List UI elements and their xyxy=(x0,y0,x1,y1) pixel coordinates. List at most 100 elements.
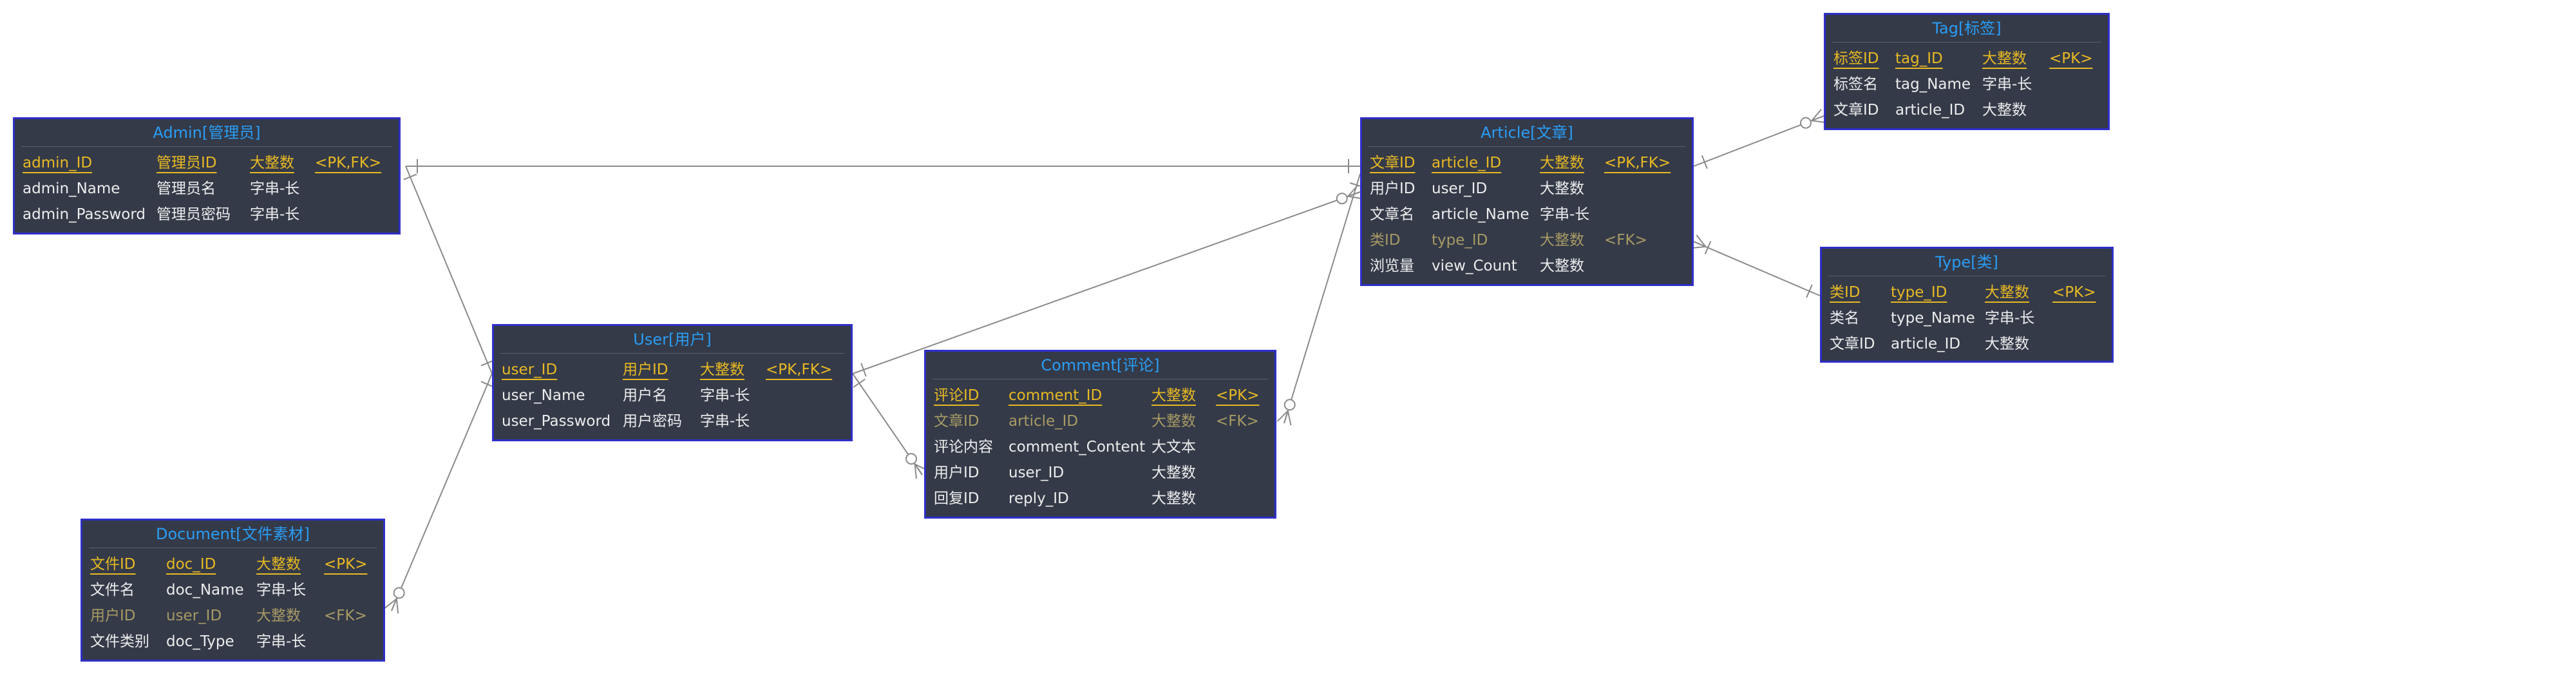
attribute-display-name: type_Name xyxy=(1891,310,1975,327)
attribute-key: <PK,FK> xyxy=(766,361,833,378)
cardinality-crowfoot xyxy=(1276,410,1289,422)
attribute-display-name: 管理员密码 xyxy=(156,206,231,223)
cardinality-crowfoot xyxy=(1811,109,1822,121)
cardinality-crowfoot xyxy=(1693,241,1706,247)
entity-title: Document[文件素材] xyxy=(89,521,377,548)
attribute-logical-name: 回复ID xyxy=(934,490,980,507)
attribute-type: 字串-长 xyxy=(256,582,307,598)
attribute-logical-name: admin_Name xyxy=(23,180,120,197)
attribute-type: 大整数 xyxy=(1540,180,1584,197)
attribute-display-name: 用户ID xyxy=(623,361,668,378)
attribute-type: 大整数 xyxy=(1982,102,2027,119)
attribute-display-name: user_ID xyxy=(166,607,222,624)
cardinality-bar xyxy=(1806,284,1813,298)
entity-title: User[用户] xyxy=(500,326,844,354)
attribute-logical-name: 类ID xyxy=(1370,232,1401,249)
attribute-logical-name: 文章ID xyxy=(1833,102,1879,119)
attribute-key: <PK> xyxy=(2049,50,2093,67)
attribute-display-name: type_ID xyxy=(1891,284,1947,301)
cardinality-crowfoot xyxy=(1811,115,1824,122)
attribute-display-name: view_Count xyxy=(1432,258,1517,274)
attribute-row[interactable]: 浏览量 view_Count 大整数 xyxy=(1362,253,1692,279)
cardinality-circle xyxy=(1283,399,1296,411)
attribute-row[interactable]: 文件ID doc_ID 大整数 <PK> xyxy=(82,551,383,577)
attribute-type: 字串-长 xyxy=(700,413,750,430)
cardinality-bar xyxy=(1701,155,1708,169)
attribute-display-name: 用户密码 xyxy=(623,413,682,430)
cardinality-bar xyxy=(853,378,866,388)
attribute-type: 字串-长 xyxy=(1985,310,2035,327)
attribute-type: 大整数 xyxy=(1540,258,1584,274)
attribute-logical-name: 用户ID xyxy=(934,464,980,481)
attribute-display-name: 用户名 xyxy=(623,387,667,404)
attribute-display-name: reply_ID xyxy=(1009,490,1069,507)
attribute-display-name: user_ID xyxy=(1009,464,1065,481)
cardinality-crowfoot xyxy=(1287,410,1292,426)
attribute-type: 大整数 xyxy=(256,556,301,573)
attribute-display-name: doc_ID xyxy=(166,556,216,573)
attribute-key: <PK> xyxy=(324,556,368,573)
attribute-logical-name: 浏览量 xyxy=(1370,258,1414,274)
attribute-display-name: tag_Name xyxy=(1895,76,1971,93)
attribute-logical-name: 文章名 xyxy=(1370,206,1414,223)
attribute-type: 字串-长 xyxy=(1982,76,2032,93)
attribute-logical-name: 评论ID xyxy=(934,387,980,404)
attribute-type: 字串-长 xyxy=(1540,206,1590,223)
entity-title: Admin[管理员] xyxy=(21,119,392,147)
entity-title: Article[文章] xyxy=(1368,119,1685,147)
attribute-logical-name: 文件类别 xyxy=(90,633,149,650)
attribute-logical-name: 用户ID xyxy=(90,607,136,624)
relationship-line-article-type xyxy=(1693,241,1821,296)
attribute-key: <FK> xyxy=(324,607,367,624)
entity-title: Type[类] xyxy=(1828,249,2105,276)
attribute-logical-name: 文件ID xyxy=(90,556,136,573)
attribute-logical-name: 标签ID xyxy=(1833,50,1879,67)
cardinality-circle xyxy=(393,587,405,599)
attribute-logical-name: 类ID xyxy=(1830,284,1861,301)
attribute-type: 大整数 xyxy=(1540,155,1584,171)
attribute-type: 字串-长 xyxy=(700,387,750,404)
attribute-logical-name: 文章ID xyxy=(1830,336,1875,352)
cardinality-crowfoot xyxy=(1347,191,1361,197)
attribute-display-name: article_ID xyxy=(1432,155,1502,171)
attribute-key: <PK,FK> xyxy=(315,155,382,171)
